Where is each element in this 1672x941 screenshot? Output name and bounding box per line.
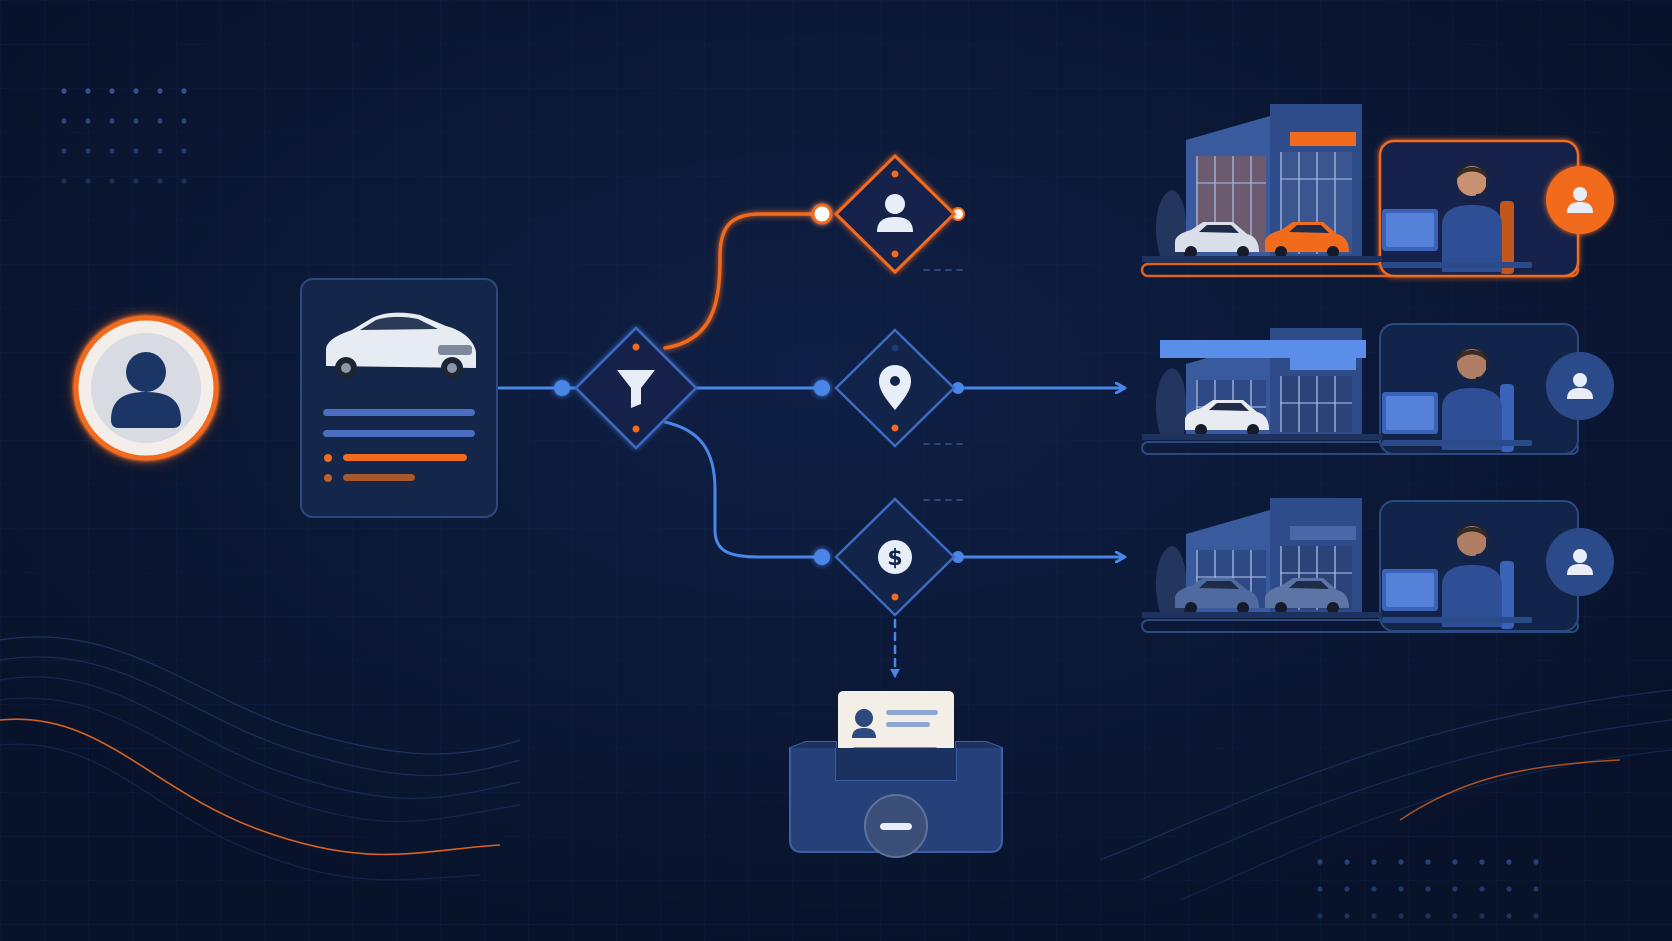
- card-line: [323, 409, 475, 416]
- car-icon: [326, 312, 476, 379]
- decorative-dots-top-left: [61, 88, 187, 184]
- dealership-icon: [1142, 498, 1382, 618]
- connector-nodes: [554, 203, 965, 565]
- holding-tray: [789, 691, 1003, 858]
- dealership-icon: [1142, 104, 1382, 262]
- dealer-row-3: [1141, 498, 1614, 633]
- car-icon: [1265, 578, 1349, 614]
- decorative-waves-right: [1099, 689, 1672, 901]
- user-icon: [111, 352, 181, 428]
- car-icon: [1185, 400, 1269, 436]
- funnel-icon: [617, 370, 655, 408]
- headset-agent-icon: [1382, 346, 1532, 452]
- decorative-dots-bottom-right: [1317, 859, 1539, 919]
- rule-node-budget: $: [834, 497, 956, 617]
- minus-icon: [864, 794, 928, 858]
- headset-agent-icon: [1382, 163, 1532, 274]
- user-icon: [1546, 166, 1614, 234]
- card-line: [343, 474, 415, 481]
- car-icon: [1175, 578, 1259, 614]
- svg-text:$: $: [887, 546, 902, 571]
- card-line: [323, 430, 475, 437]
- dealer-row-2: [1141, 323, 1614, 455]
- dealer-row-1-highlighted: [1140, 104, 1614, 278]
- car-icon: [1265, 222, 1349, 258]
- rule-node-location: [834, 328, 956, 448]
- rule-node-user: [833, 153, 957, 275]
- location-pin-icon: [879, 365, 911, 410]
- headset-agent-icon: [1382, 523, 1532, 629]
- card-line-highlight: [343, 454, 467, 461]
- car-icon: [1175, 222, 1259, 258]
- lead-card: [300, 278, 498, 518]
- lead-node: [72, 314, 220, 462]
- dealership-icon: [1142, 328, 1382, 440]
- dollar-icon: $: [878, 540, 912, 574]
- router-node: [574, 326, 698, 450]
- decorative-waves-left: [0, 636, 521, 881]
- user-icon: [1546, 352, 1614, 420]
- user-icon: [1546, 528, 1614, 596]
- user-icon: [877, 194, 913, 232]
